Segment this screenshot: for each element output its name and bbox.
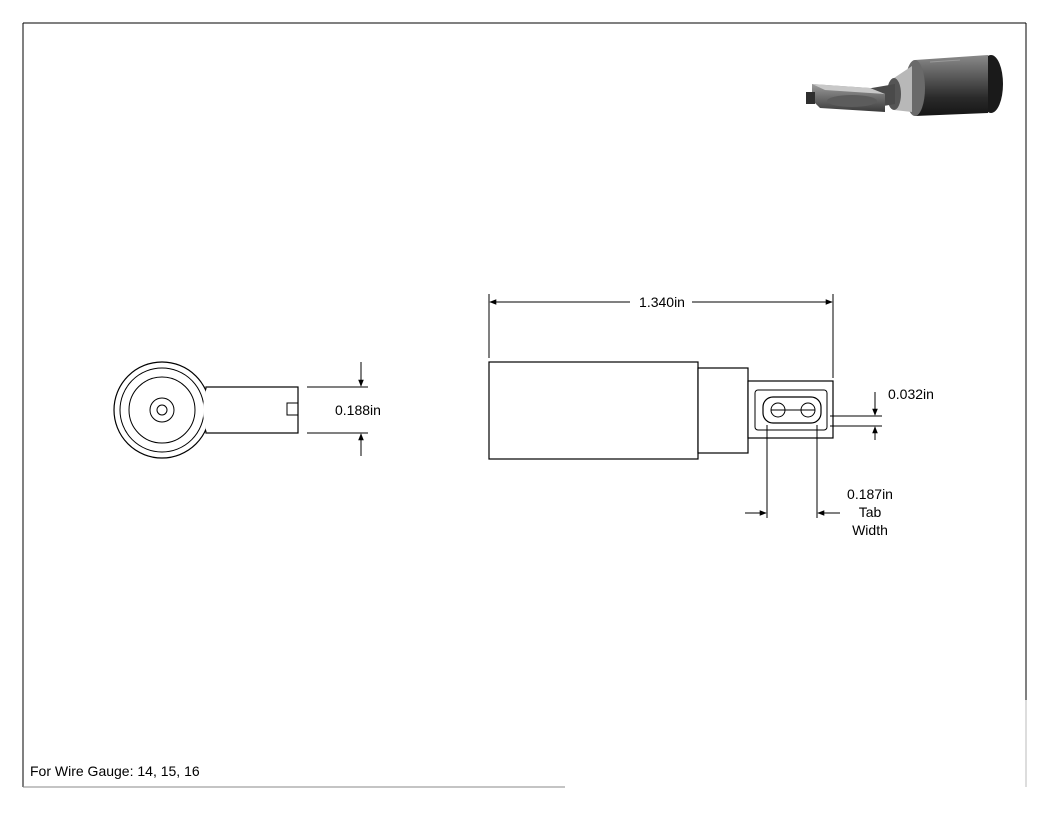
tab-width-label-line1: Tab: [859, 504, 882, 520]
wire-gauge-note: For Wire Gauge: 14, 15, 16: [30, 763, 200, 779]
tab-width-dimension: [745, 425, 840, 518]
side-height-label: 0.188in: [335, 402, 381, 418]
tab-width-value-label: 0.187in: [847, 486, 893, 502]
end-view: [113, 361, 368, 459]
sheet-border: [22, 22, 1027, 788]
front-view: [488, 361, 834, 460]
thickness-dimension: [830, 392, 882, 440]
length-dimension: [488, 294, 834, 378]
tab-thickness-label: 0.032in: [888, 386, 934, 402]
tab-width-label-line2: Width: [852, 522, 888, 538]
isometric-preview: [806, 55, 1003, 116]
overall-length-label: 1.340in: [639, 294, 685, 310]
